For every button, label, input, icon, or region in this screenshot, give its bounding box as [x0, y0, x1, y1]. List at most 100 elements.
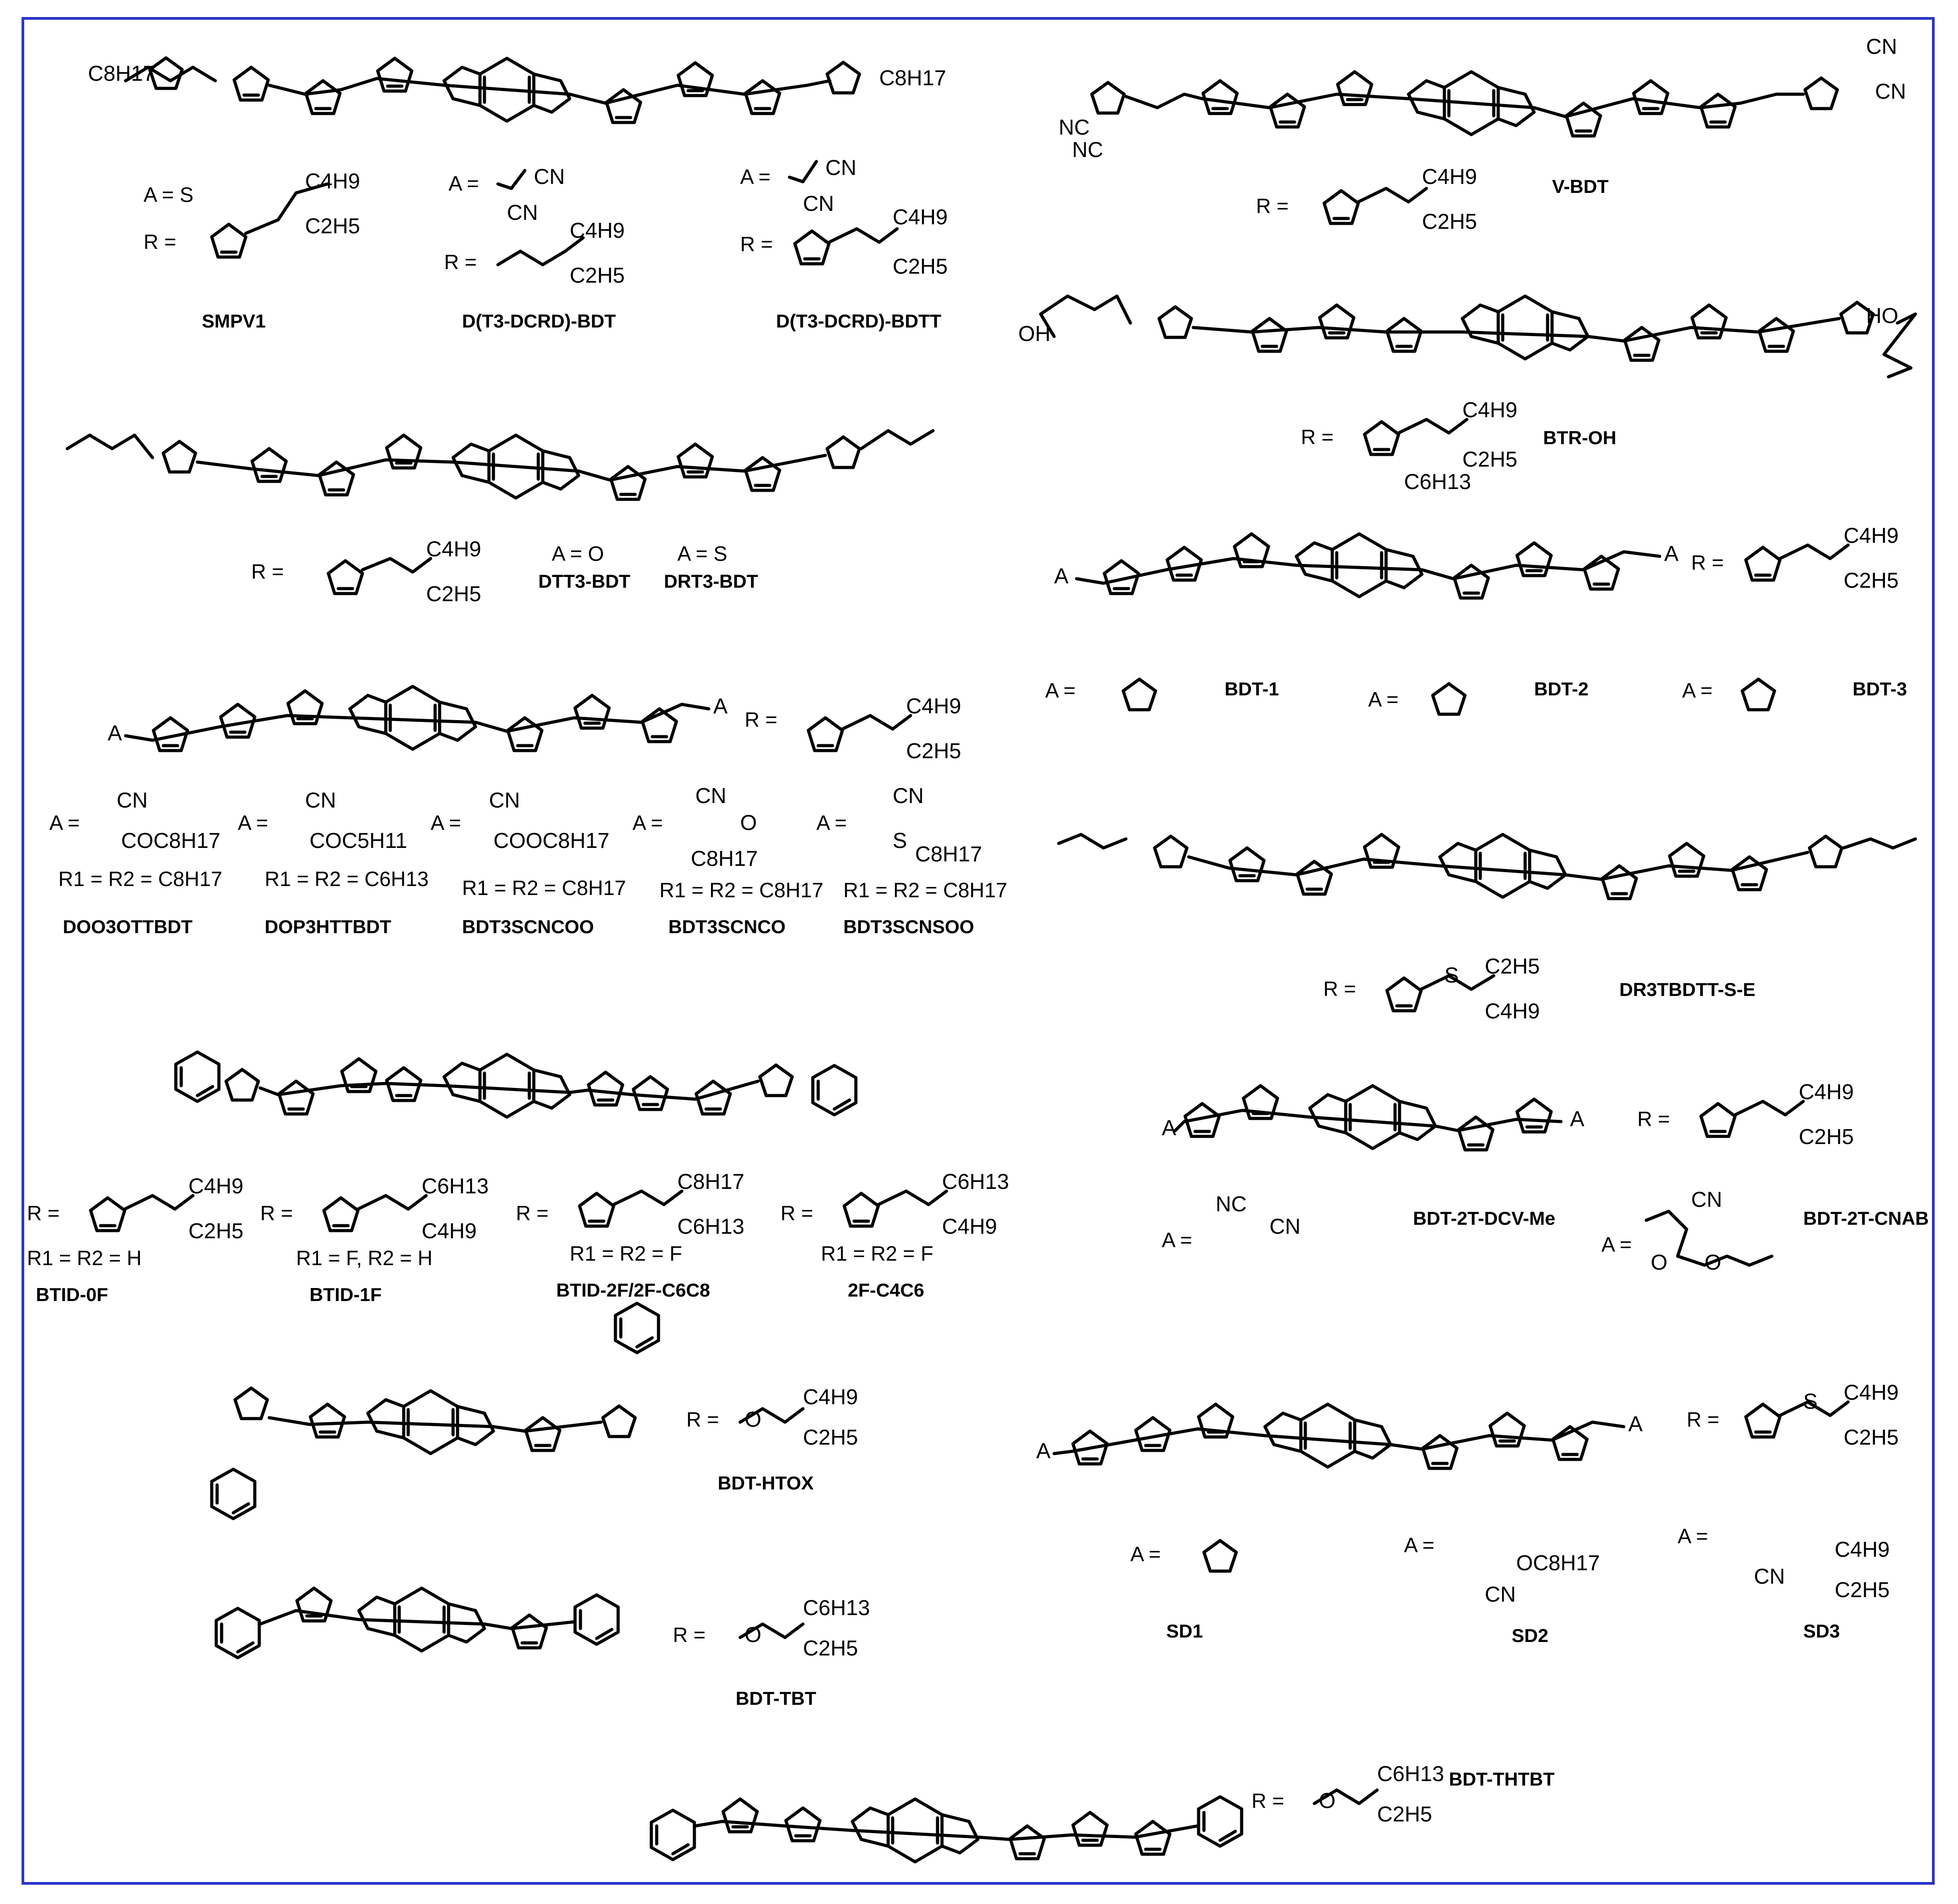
bdt123-r-chain	[1778, 543, 1850, 560]
scnco-name: BDT3SCNCO	[668, 916, 785, 937]
dtt3-backbone	[65, 429, 935, 499]
doo-backbone	[124, 686, 711, 751]
scnsoo-name: BDT3SCNSOO	[843, 916, 974, 937]
dt3dcrd-bdt-dcv	[496, 169, 527, 190]
dt3dcrd-bdtt-cn1: CN	[825, 156, 856, 180]
btroh-backbone	[1039, 294, 1917, 379]
smpv1-n-chain: C8H17	[88, 62, 155, 86]
scnco-cn: CN	[695, 784, 726, 808]
htox-c2h5: C2H5	[803, 1426, 858, 1450]
sd2-ester: OC8H17	[1516, 1551, 1600, 1575]
btroh-r-chain	[1397, 418, 1469, 435]
thtbt-o: O	[1319, 1789, 1335, 1813]
vbdt-nc1: NC	[1059, 116, 1090, 140]
sd2-a-def: A =	[1404, 1533, 1435, 1557]
dcv-r-def: R =	[1637, 1107, 1670, 1131]
dr3-r-s: S	[1444, 964, 1459, 987]
sd-c4h9: C4H9	[1844, 1381, 1899, 1405]
doo-name: DOO3OTTBDT	[63, 916, 193, 937]
doo-a-left: A	[108, 721, 122, 745]
f4c6-c4h9: C4H9	[942, 1215, 997, 1239]
smpv1-a-def: A = S	[144, 183, 193, 206]
thtbt-name: BDT-THTBT	[1449, 1769, 1555, 1790]
dcv-c2h5: C2H5	[1799, 1125, 1854, 1149]
sd-c2h5: C2H5	[1844, 1426, 1899, 1450]
dt3dcrd-bdtt-dcv	[788, 160, 818, 183]
scnco-chain: C8H17	[691, 847, 758, 871]
dop-name: DOP3HTTBDT	[265, 916, 392, 937]
smpv1-backbone	[124, 58, 859, 122]
vbdt-nc2: NC	[1072, 138, 1103, 162]
sd3-c2h5: C2H5	[1835, 1578, 1890, 1602]
dt3dcrd-bdt-r-def: R =	[444, 250, 477, 274]
dcv-a-left: A	[1162, 1116, 1176, 1140]
htox-r-def: R =	[686, 1408, 719, 1431]
btid1-name: BTID-1F	[310, 1284, 382, 1305]
htox-o: O	[745, 1408, 761, 1432]
smpv1-r-def: R =	[144, 230, 176, 253]
vbdt-name: V-BDT	[1552, 176, 1609, 197]
dt3dcrd-bdt-r-chain	[496, 236, 585, 266]
btroh-oh-right: HO	[1866, 304, 1898, 328]
scncoo-ester: COOC8H17	[493, 829, 610, 853]
scnsoo-chain: C8H17	[915, 843, 982, 866]
dt3dcrd-bdt-c2h5: C2H5	[570, 264, 625, 288]
btid0-r1r2: R1 = R2 = H	[27, 1246, 142, 1270]
thtbt-r-def: R =	[1252, 1789, 1284, 1812]
dtt3-c2h5: C2H5	[426, 582, 481, 606]
f4c6-r1r2: R1 = R2 = F	[821, 1242, 933, 1265]
bdt123-backbone	[1075, 534, 1661, 598]
vbdt-r-def: R =	[1256, 194, 1289, 218]
cnab-o2: O	[1705, 1251, 1721, 1275]
dt3dcrd-bdt-cn1: CN	[534, 165, 565, 189]
dtt3-r-chain	[361, 557, 432, 574]
btid2-name: BTID-2F/2F-C6C8	[556, 1280, 710, 1301]
dr3-c4h9: C4H9	[1485, 1000, 1540, 1023]
dcv-name: BDT-2T-DCV-Me	[1413, 1208, 1555, 1229]
sd2-cn: CN	[1485, 1583, 1516, 1607]
btid0-name: BTID-0F	[36, 1284, 108, 1305]
vbdt-cn1: CN	[1866, 35, 1897, 59]
bdt2-name: BDT-2	[1534, 678, 1588, 699]
btroh-c6h13: C6H13	[1404, 470, 1471, 494]
btroh-c2h5: C2H5	[1462, 448, 1518, 472]
dr3-r-chain	[1419, 974, 1496, 991]
f4c6-name: 2F-C4C6	[848, 1280, 924, 1301]
dt3dcrd-bdtt-name: D(T3-DCRD)-BDTT	[776, 310, 942, 332]
dr3-r-def: R =	[1323, 977, 1356, 1000]
dtt3-c4h9: C4H9	[426, 537, 481, 561]
btid1-c4h9: C4H9	[422, 1219, 477, 1243]
dr3-backbone	[1057, 833, 1917, 899]
doo-cn: CN	[117, 789, 148, 812]
scnco-o: O	[740, 811, 757, 835]
sd2-name: SD2	[1512, 1625, 1548, 1646]
tbt-o: O	[745, 1623, 761, 1647]
scncoo-r1r2: R1 = R2 = C8H17	[462, 876, 626, 900]
btid2-c8h17: C8H17	[677, 1170, 744, 1194]
bdt123-a-right: A	[1664, 542, 1679, 566]
doo-r-chain	[841, 714, 912, 731]
sd-r-def: R =	[1687, 1408, 1719, 1431]
dcv-a-def: A =	[1162, 1228, 1192, 1252]
btid-backbone	[176, 1052, 856, 1117]
htox-c4h9: C4H9	[803, 1385, 858, 1409]
cnab-o1: O	[1651, 1251, 1667, 1275]
dop-cn: CN	[305, 789, 336, 812]
btid1-c6h13: C6H13	[422, 1175, 488, 1198]
smpv1-r-c4h9: C4H9	[305, 170, 360, 193]
cnab-a-def: A =	[1601, 1233, 1632, 1256]
cnab-name: BDT-2T-CNAB	[1803, 1208, 1929, 1229]
dt3dcrd-bdt-cn2: CN	[507, 201, 538, 225]
dt3dcrd-bdt-name: D(T3-DCRD)-BDT	[462, 310, 616, 332]
scnco-a-def: A =	[632, 811, 663, 834]
sd-a-left: A	[1036, 1439, 1051, 1463]
bdt3-a-def: A =	[1682, 679, 1713, 702]
scnco-r1r2: R1 = R2 = C8H17	[659, 878, 824, 902]
tbt-backbone	[216, 1588, 618, 1658]
figure-frame	[22, 17, 1935, 1885]
scnsoo-s: S	[893, 829, 907, 853]
vbdt-backbone	[1092, 72, 1837, 136]
thtbt-backbone	[651, 1797, 1242, 1862]
tbt-c6h13: C6H13	[803, 1596, 870, 1620]
